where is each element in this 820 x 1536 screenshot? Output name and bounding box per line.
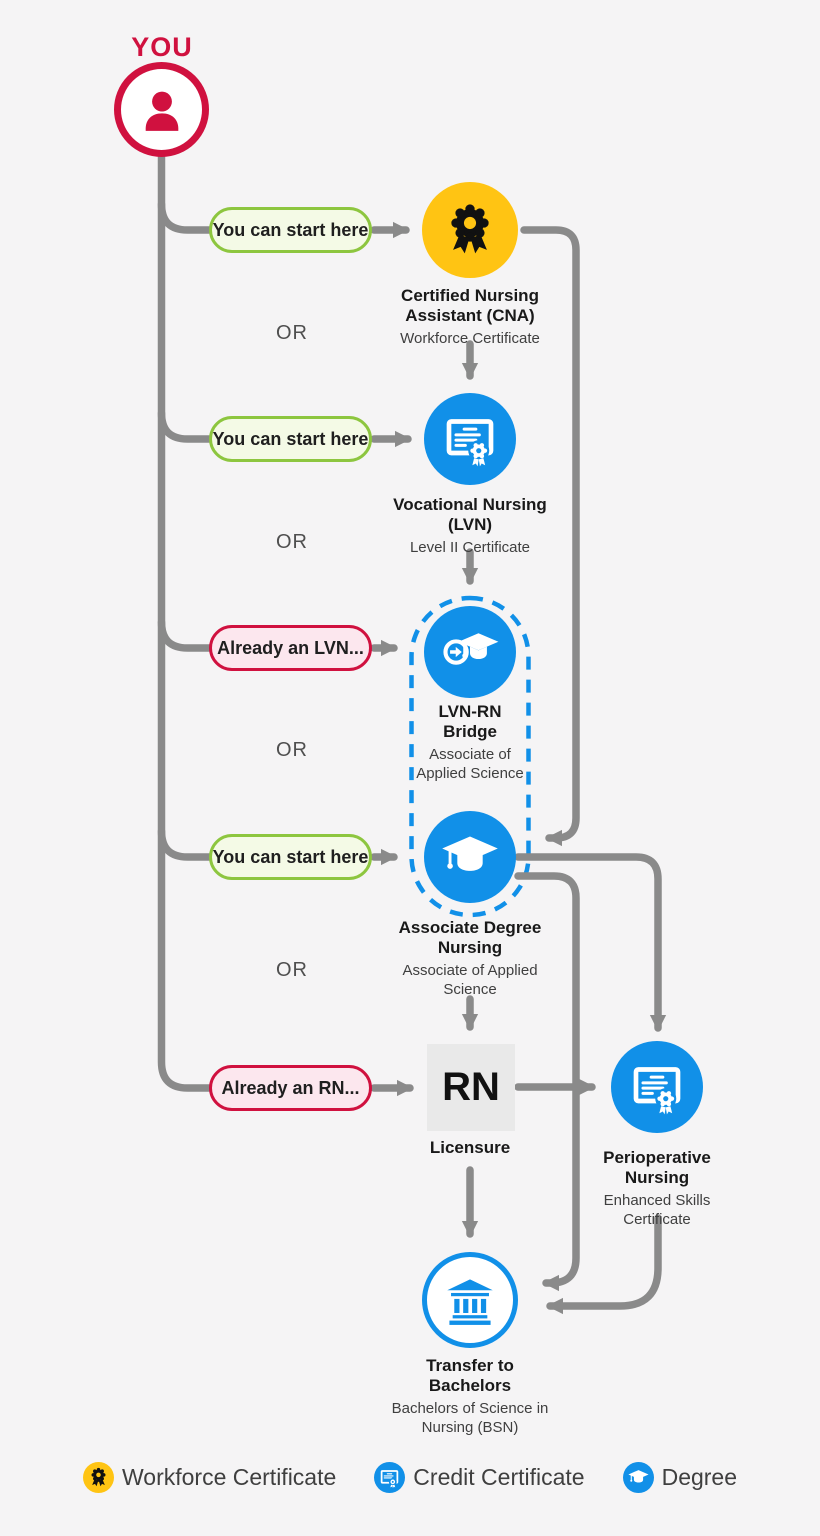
legend-label: Credit Certificate — [413, 1464, 585, 1490]
node-title: Transfer to Bachelors — [426, 1356, 514, 1396]
legend-item-credit-certificate: Credit Certificate — [374, 1462, 585, 1493]
medal-icon — [451, 204, 489, 254]
node-transfer-label: Transfer to Bachelors Bachelors of Scien… — [370, 1356, 570, 1437]
edge-you-trunk — [157, 153, 213, 1092]
node-subtitle: Workforce Certificate — [400, 329, 540, 347]
certificate-icon — [446, 419, 494, 467]
pill-already-lvn: Already an LVN... — [209, 625, 372, 671]
edge-adn-perioperative — [514, 853, 667, 1032]
node-perioperative-label: Perioperative Nursing Enhanced Skills Ce… — [577, 1148, 737, 1229]
legend-item-workforce-certificate: Workforce Certificate — [82, 1462, 337, 1493]
bank-icon — [447, 1279, 493, 1325]
certificate-icon — [633, 1067, 681, 1115]
node-title: Vocational Nursing (LVN) — [393, 495, 547, 535]
edge-cna-adn-bypass — [520, 226, 580, 847]
pill-label: Already an RN... — [221, 1077, 360, 1098]
gradcap-icon — [622, 1462, 654, 1493]
node-title: LVN-RN Bridge — [438, 702, 502, 742]
node-subtitle: Level II Certificate — [409, 538, 531, 556]
edge-you-cna-branch — [157, 200, 213, 234]
pill-start-adn: You can start here — [209, 834, 372, 880]
pill-label: You can start here — [212, 846, 369, 867]
pill-already-rn: Already an RN... — [209, 1065, 372, 1111]
node-lvn-rn-bridge — [424, 606, 516, 698]
node-lvn-label: Vocational Nursing (LVN) Level II Certif… — [375, 495, 565, 558]
or-separator: OR — [276, 739, 308, 761]
you-label: YOU — [131, 32, 193, 62]
edge-you-lvn-branch — [157, 409, 213, 443]
person-icon — [145, 91, 178, 131]
medal-icon — [82, 1462, 114, 1493]
node-subtitle: Associate of Applied Science — [402, 961, 538, 998]
edge-perioperative-transfer — [546, 1214, 662, 1315]
node-transfer-bachelors — [422, 1252, 518, 1348]
node-lvn — [424, 393, 516, 485]
pill-start-lvn: You can start here — [209, 416, 372, 462]
edge-you-adn-branch — [157, 827, 213, 861]
node-rn-licensure: RN — [427, 1044, 515, 1131]
node-title: Associate Degree Nursing — [398, 918, 542, 958]
node-adn — [424, 811, 516, 903]
pill-label: Already an LVN... — [217, 637, 364, 658]
node-cna — [422, 182, 518, 278]
legend: Workforce Certificate Credit Certi — [0, 1462, 820, 1493]
gradcap-icon — [442, 836, 498, 871]
node-lvn-rn-bridge-label: LVN-RN Bridge Associate of Applied Scien… — [403, 702, 537, 783]
or-separator: OR — [276, 959, 308, 981]
node-subtitle: Associate of Applied Science — [416, 745, 524, 782]
pill-label: You can start here — [212, 219, 369, 240]
legend-label: Workforce Certificate — [121, 1464, 337, 1490]
lvn-rn-group-outline — [409, 595, 531, 918]
rn-label: RN — [442, 1065, 500, 1109]
node-adn-label: Associate Degree Nursing Associate of Ap… — [375, 918, 565, 999]
pill-start-cna: You can start here — [209, 207, 372, 253]
rn-caption: Licensure — [429, 1138, 511, 1157]
edge-you-bridge-branch — [157, 618, 213, 652]
node-subtitle: Enhanced Skills Certificate — [603, 1191, 711, 1228]
pill-label: You can start here — [212, 428, 369, 449]
or-separator: OR — [276, 531, 308, 553]
node-cna-label: Certified Nursing Assistant (CNA) Workfo… — [375, 286, 565, 349]
legend-label: Degree — [661, 1464, 738, 1490]
node-title: Certified Nursing Assistant (CNA) — [401, 286, 539, 326]
edge-adn-transfer — [514, 872, 580, 1292]
or-separator: OR — [276, 322, 308, 344]
bridge-icon — [443, 633, 499, 665]
you-node — [114, 62, 209, 157]
legend-item-degree: Degree — [622, 1462, 738, 1493]
node-subtitle: Bachelors of Science in Nursing (BSN) — [391, 1399, 549, 1436]
node-title: Perioperative Nursing — [603, 1148, 711, 1188]
certificate-icon — [374, 1462, 406, 1493]
node-perioperative — [611, 1041, 703, 1133]
